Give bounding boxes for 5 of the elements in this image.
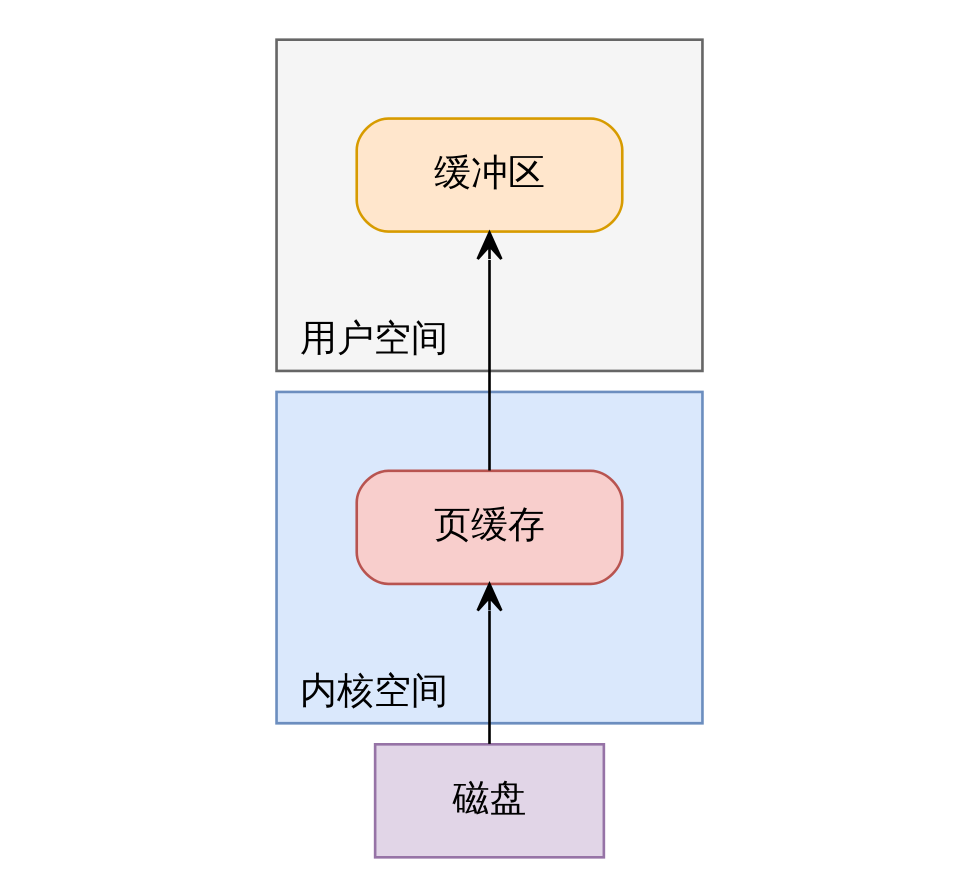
node-box: 缓冲区 [354, 117, 624, 233]
arrow [476, 582, 502, 744]
node-box: 页缓存 [354, 470, 624, 586]
node-box: 磁盘 [373, 742, 605, 859]
arrow [476, 231, 502, 471]
